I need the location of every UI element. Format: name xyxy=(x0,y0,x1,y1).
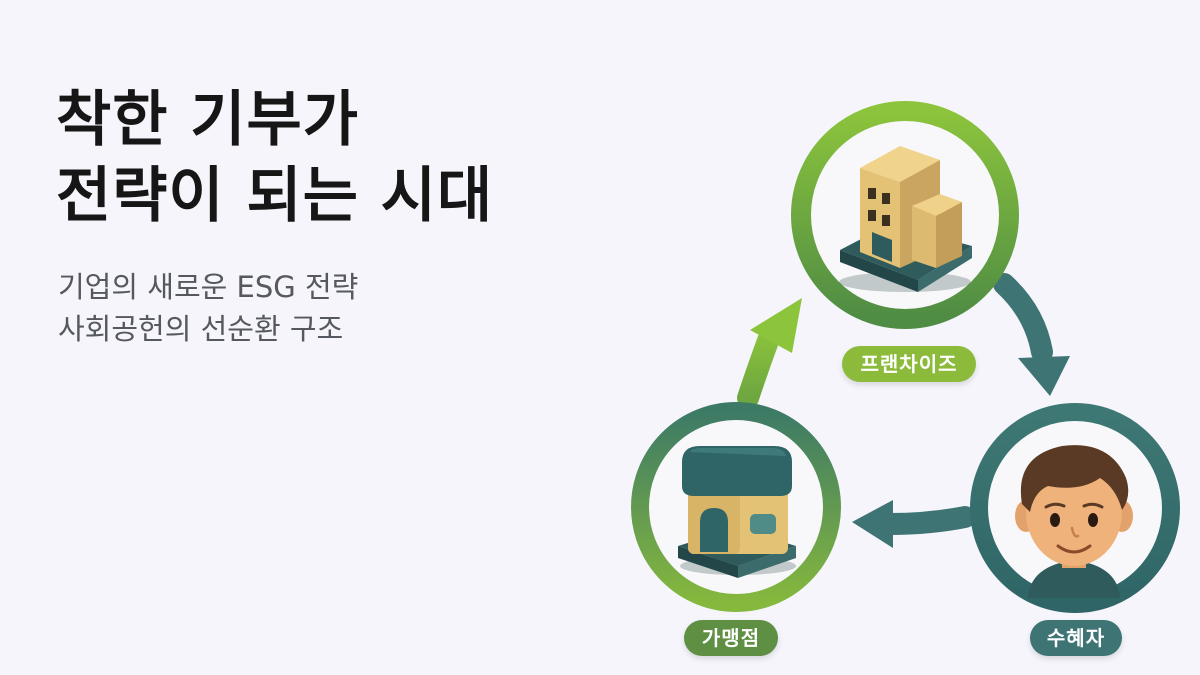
headline-line-2: 전략이 되는 시대 xyxy=(56,161,494,231)
store-node xyxy=(631,402,841,612)
small-shop-icon xyxy=(678,446,796,578)
headline-line-1: 착한 기부가 xyxy=(56,85,359,155)
subtitle-line-1: 기업의 새로운 ESG 전략 xyxy=(58,270,359,304)
arrow-store-to-franchise xyxy=(737,298,802,409)
office-building-icon xyxy=(839,146,972,292)
subtitle: 기업의 새로운 ESG 전략 사회공헌의 선순환 구조 xyxy=(58,266,358,350)
subtitle-line-2: 사회공헌의 선순환 구조 xyxy=(58,312,344,346)
arrow-franchise-to-beneficiary xyxy=(993,273,1070,396)
franchise-node xyxy=(791,101,1019,329)
beneficiary-label: 수혜자 xyxy=(1030,620,1122,656)
store-label: 가맹점 xyxy=(684,620,778,656)
headline: 착한 기부가 전략이 되는 시대 xyxy=(56,82,493,234)
beneficiary-node xyxy=(970,403,1180,613)
boy-face-icon xyxy=(1015,445,1133,598)
franchise-label: 프랜차이즈 xyxy=(842,346,976,382)
arrow-beneficiary-to-store xyxy=(852,500,976,548)
